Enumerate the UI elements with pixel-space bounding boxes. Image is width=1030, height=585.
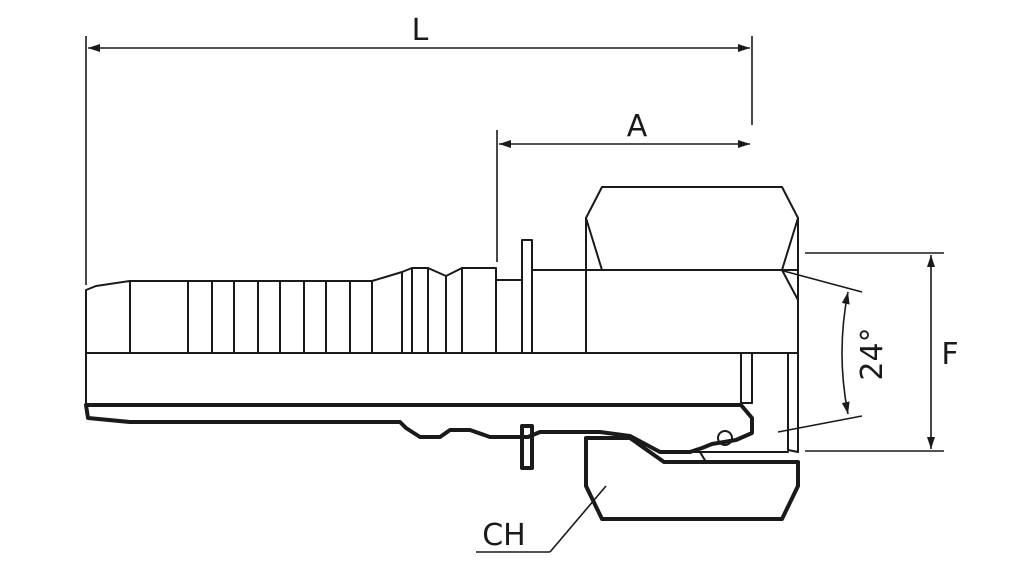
dimension-angle: 24° [777, 269, 890, 433]
label-a: A [627, 109, 648, 144]
fitting-outer-view [85, 186, 799, 453]
dimension-a: A [496, 109, 750, 262]
fitting-section [84, 402, 800, 521]
label-ch: CH [482, 518, 526, 553]
body-section [84, 403, 754, 454]
o-ring [717, 430, 733, 446]
label-f: F [941, 337, 958, 372]
nut-section [584, 436, 800, 521]
label-angle: 24° [855, 327, 890, 380]
lock-ring-section [520, 424, 534, 470]
dimension-ch: CH [476, 485, 607, 553]
dimension-l: L [85, 13, 753, 285]
dimension-f: F [805, 252, 959, 452]
label-l: L [412, 13, 429, 48]
